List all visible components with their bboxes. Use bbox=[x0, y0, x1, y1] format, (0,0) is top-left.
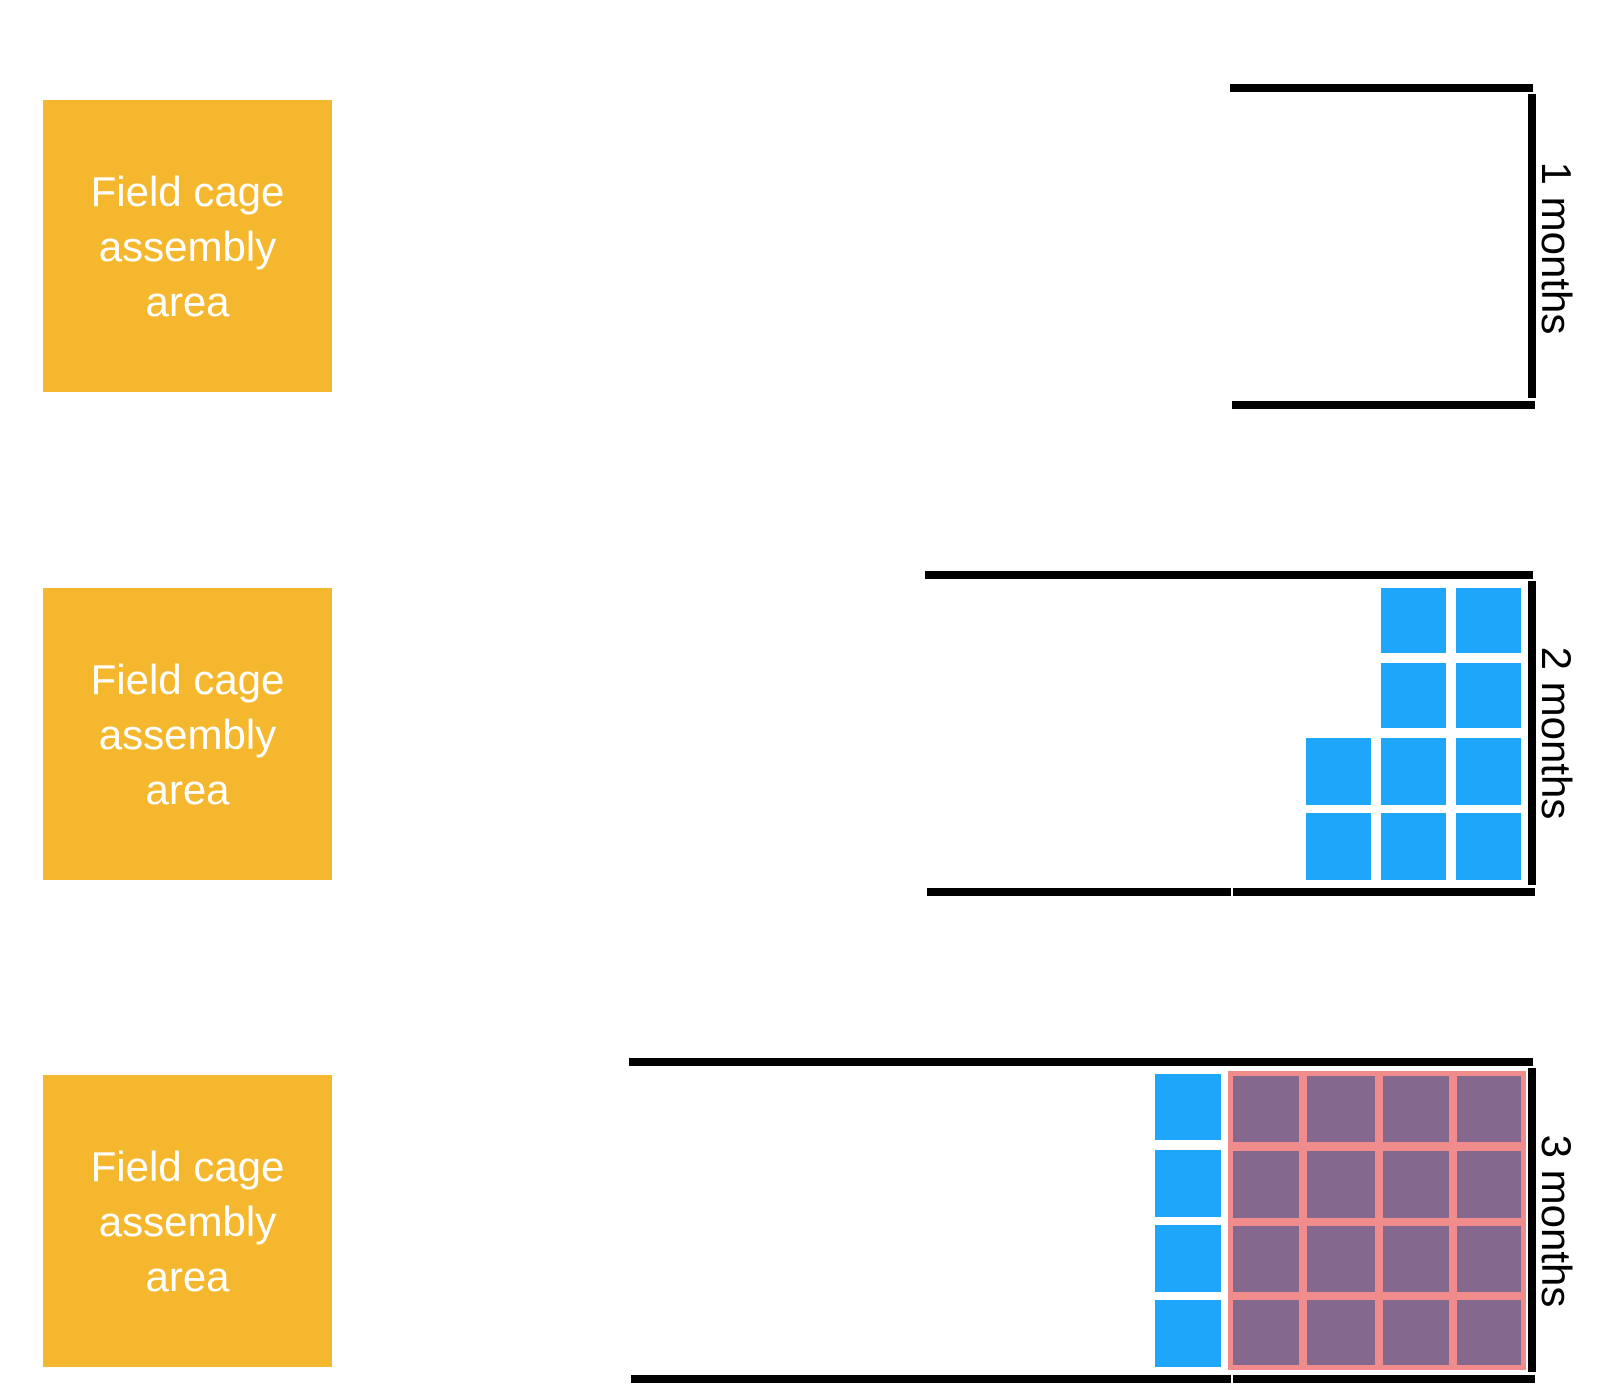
blue-blocks bbox=[1306, 588, 1521, 880]
purple-block bbox=[1383, 1300, 1449, 1365]
blue-block bbox=[1381, 588, 1446, 653]
assembly-area-1: Field cage assembly area bbox=[43, 100, 332, 392]
purple-block bbox=[1307, 1226, 1375, 1292]
blue-block bbox=[1155, 1225, 1221, 1292]
panel-1-month: 1 months bbox=[1230, 84, 1580, 409]
blue-block bbox=[1155, 1300, 1221, 1367]
blue-block bbox=[1155, 1074, 1221, 1140]
purple-block bbox=[1233, 1151, 1299, 1218]
assembly-area-3: Field cage assembly area bbox=[43, 1075, 332, 1367]
assembly-area-label: Field cage assembly area bbox=[90, 1142, 285, 1300]
purple-block bbox=[1307, 1076, 1375, 1142]
panel-3-months: 3 months bbox=[629, 1058, 1580, 1383]
assembly-area-label: Field cage assembly area bbox=[90, 167, 285, 325]
purple-blocks bbox=[1228, 1071, 1526, 1370]
assembly-area-2: Field cage assembly area bbox=[43, 588, 332, 880]
panel-2-months: 2 months bbox=[925, 571, 1580, 896]
blue-blocks bbox=[1155, 1074, 1221, 1367]
blue-block bbox=[1456, 738, 1521, 805]
blue-block bbox=[1456, 588, 1521, 653]
purple-block bbox=[1307, 1300, 1375, 1365]
blue-block bbox=[1381, 738, 1446, 805]
duration-label: 3 months bbox=[1533, 1135, 1580, 1308]
blue-block bbox=[1381, 813, 1446, 880]
purple-block bbox=[1233, 1226, 1299, 1292]
purple-block bbox=[1383, 1151, 1449, 1218]
purple-block bbox=[1457, 1076, 1521, 1142]
blue-block bbox=[1306, 813, 1371, 880]
purple-block bbox=[1233, 1300, 1299, 1365]
purple-block bbox=[1457, 1226, 1521, 1292]
duration-label: 2 months bbox=[1533, 647, 1580, 820]
assembly-area-label: Field cage assembly area bbox=[90, 655, 285, 813]
blue-block bbox=[1155, 1150, 1221, 1217]
blue-block bbox=[1456, 813, 1521, 880]
purple-block bbox=[1457, 1151, 1521, 1218]
purple-block bbox=[1307, 1151, 1375, 1218]
blue-block bbox=[1456, 663, 1521, 728]
purple-block bbox=[1233, 1076, 1299, 1142]
blue-block bbox=[1306, 738, 1371, 805]
purple-block bbox=[1383, 1076, 1449, 1142]
blue-block bbox=[1381, 663, 1446, 728]
purple-block bbox=[1457, 1300, 1521, 1365]
purple-block bbox=[1383, 1226, 1449, 1292]
duration-label: 1 months bbox=[1533, 162, 1580, 335]
